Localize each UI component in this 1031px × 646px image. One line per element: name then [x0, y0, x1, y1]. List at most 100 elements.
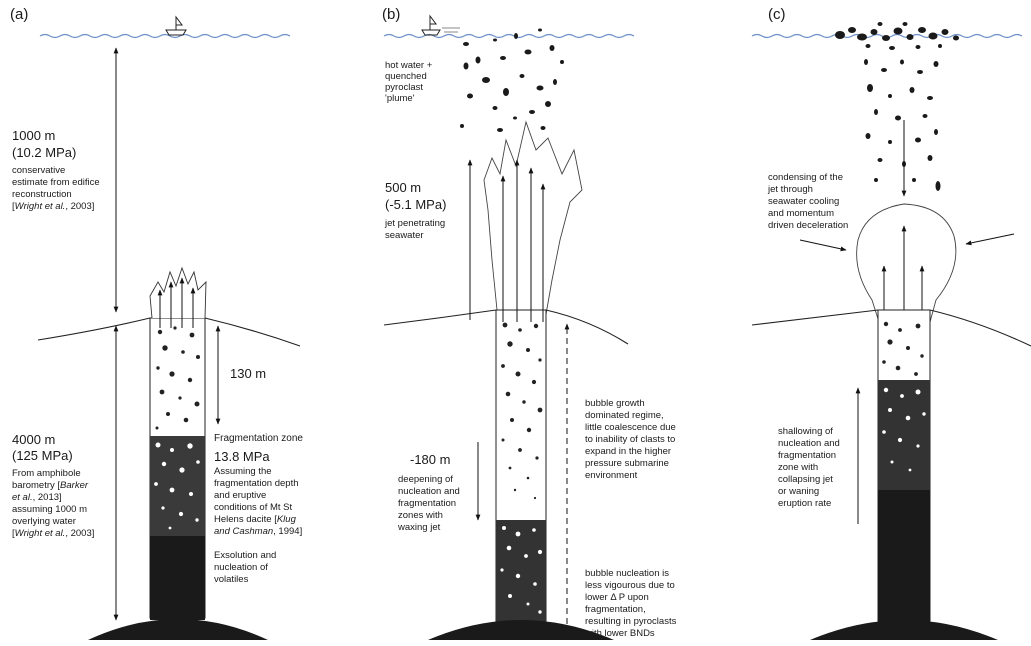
conduit-ref-author-a: Wright et al.	[15, 528, 66, 539]
conduit-note-a-3b: , 2013]	[33, 492, 62, 503]
boat-icon-a	[166, 17, 186, 35]
inflow-arrow-right-c	[966, 234, 1014, 244]
water-depth-label-a: 1000 m	[12, 128, 55, 144]
conduit-note-a-1: From amphibole	[12, 468, 81, 480]
frag-length-label-a: 130 m	[230, 366, 266, 382]
frag-note-a-5b: Klug	[277, 514, 296, 525]
growth-note-b-4: to inability of clasts to	[585, 434, 675, 446]
deepening-note-b-2: nucleation and	[398, 486, 460, 498]
frag-zone-label-a: Fragmentation zone	[214, 433, 303, 445]
conduit-pressure-label-a: (125 MPa)	[12, 448, 73, 464]
plume-note-b-2: quenched	[385, 71, 427, 83]
panel-b-tag: (b)	[382, 6, 400, 23]
frag-note-a-6b: , 1994]	[273, 526, 302, 537]
boat-icon-b	[422, 16, 460, 35]
condense-note-c-1: condensing of the	[768, 172, 843, 184]
panel-b-graphics	[384, 16, 634, 640]
sea-surface-b	[384, 35, 634, 38]
panel-a-tag: (a)	[10, 6, 28, 23]
growth-note-b-7: environment	[585, 470, 637, 482]
exsolution-note-a-3: volatiles	[214, 574, 248, 586]
conduit-ref-year-a: , 2003]	[65, 528, 94, 539]
growth-note-b-2: dominated regime,	[585, 410, 664, 422]
deepening-note-b-1: deepening of	[398, 474, 453, 486]
plume-note-b-4: 'plume'	[385, 93, 415, 105]
magma-a	[150, 536, 205, 620]
nucleation-note-b-3: lower Δ P upon	[585, 592, 649, 604]
frag-note-a-3: and eruptive	[214, 490, 266, 502]
panel-c-graphics	[752, 22, 1031, 640]
conduit-note-a-4: assuming 1000 m	[12, 504, 87, 516]
magma-c	[878, 490, 930, 626]
jet-outline-a	[150, 268, 206, 318]
growth-note-b-3: little coalescence due	[585, 422, 676, 434]
magma-chamber-c	[810, 620, 998, 640]
foam-zone-c	[878, 380, 930, 490]
conduit-note-a-2b: Barker	[60, 480, 88, 491]
conduit-ref-a: [Wright et al., 2003]	[12, 528, 94, 540]
foam-zone-b	[496, 520, 546, 626]
nucleation-note-b-5: resulting in pyroclasts	[585, 616, 676, 628]
shallow-note-c-3: fragmentation	[778, 450, 836, 462]
shallow-note-c-4: zone with	[778, 462, 818, 474]
nucleation-note-b-6: with lower BNDs	[585, 628, 655, 640]
growth-note-b-5: expand in the higher	[585, 446, 671, 458]
frag-note-a-1: Assuming the	[214, 466, 272, 478]
condense-note-c-3: seawater cooling	[768, 196, 839, 208]
deepening-note-b-4: zones with	[398, 510, 443, 522]
nucleation-note-b-1: bubble nucleation is	[585, 568, 669, 580]
deepening-depth-label-b: -180 m	[410, 452, 450, 468]
jet-outline-b	[484, 122, 582, 320]
plume-clasts-b	[460, 29, 564, 133]
water-ref-a: [Wright et al., 2003]	[12, 201, 94, 213]
conduit-depth-label-a: 4000 m	[12, 432, 55, 448]
nucleation-note-b-2: less vigourous due to	[585, 580, 675, 592]
conduit-note-a-2: barometry [Barker	[12, 480, 88, 492]
nucleation-note-b-4: fragmentation,	[585, 604, 646, 616]
deepening-note-b-3: fragmentation	[398, 498, 456, 510]
panel-a-graphics	[38, 17, 300, 640]
frag-note-a-6a: and Cashman	[214, 526, 273, 537]
jet-height-label-b: 500 m	[385, 180, 421, 196]
water-ref-author-a: Wright et al.	[15, 201, 66, 212]
inflow-arrow-left-c	[800, 240, 846, 250]
condense-note-c-2: jet through	[768, 184, 813, 196]
shallow-note-c-6: or waning	[778, 486, 819, 498]
shallow-note-c-5: collapsing jet	[778, 474, 833, 486]
water-note-a-2: estimate from edifice	[12, 177, 100, 189]
jet-pressure-label-b: (-5.1 MPa)	[385, 197, 446, 213]
frag-note-a-6: and Cashman, 1994]	[214, 526, 302, 538]
conduit-note-a-3: et al., 2013]	[12, 492, 62, 504]
panel-c-tag: (c)	[768, 6, 786, 23]
shallow-note-c-7: eruption rate	[778, 498, 831, 510]
sea-surface-a	[40, 35, 290, 38]
water-note-a-1: conservative	[12, 165, 65, 177]
frag-note-a-5: Helens dacite [Klug	[214, 514, 296, 526]
condense-note-c-5: driven deceleration	[768, 220, 848, 232]
conduit-note-a-5: overlying water	[12, 516, 76, 528]
conduit-note-a-3a: et al.	[12, 492, 33, 503]
frag-note-a-2: fragmentation depth	[214, 478, 299, 490]
growth-note-b-6: pressure submarine	[585, 458, 669, 470]
growth-note-b-1: bubble growth	[585, 398, 645, 410]
plume-note-b-3: pyroclast	[385, 82, 423, 94]
jet-note-b-2: seawater	[385, 230, 424, 242]
exsolution-note-a-1: Exsolution and	[214, 550, 276, 562]
frag-note-a-4: conditions of Mt St	[214, 502, 292, 514]
frag-note-a-5a: Helens dacite [	[214, 514, 277, 525]
magma-chamber-a	[88, 619, 268, 640]
water-ref-year-a: , 2003]	[65, 201, 94, 212]
falling-clasts-c	[864, 59, 941, 191]
condense-note-c-4: and momentum	[768, 208, 834, 220]
exsolution-note-a-2: nucleation of	[214, 562, 268, 574]
dome-outline-c	[857, 204, 956, 322]
water-note-a-3: reconstruction	[12, 189, 72, 201]
plume-note-b-1: hot water +	[385, 60, 432, 72]
deepening-note-b-5: waxing jet	[398, 522, 440, 534]
conduit-note-a-2a: barometry [	[12, 480, 60, 491]
surface-clasts-c	[835, 22, 959, 50]
jet-note-b-1: jet penetrating	[385, 218, 445, 230]
water-pressure-label-a: (10.2 MPa)	[12, 145, 76, 161]
shallow-note-c-2: nucleation and	[778, 438, 840, 450]
